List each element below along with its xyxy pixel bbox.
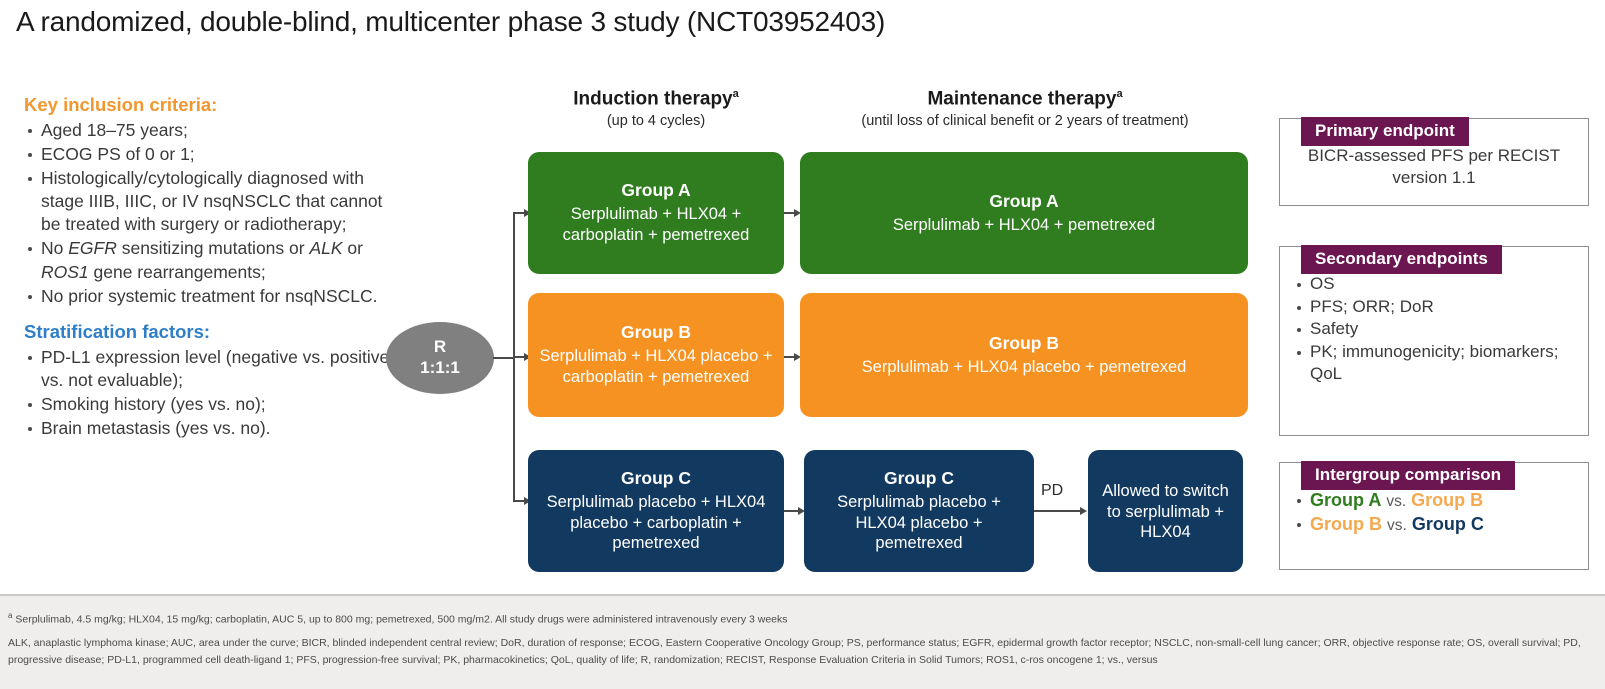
connector-c-induction-maintenance	[784, 510, 800, 512]
footnote-line: a Serplulimab, 4.5 mg/kg; HLX04, 15 mg/k…	[8, 610, 1597, 628]
induction-group-b-regimen: Serplulimab + HLX04 placebo + carboplati…	[539, 347, 773, 386]
primary-endpoint-text: BICR-assessed PFS per RECIST version 1.1	[1307, 146, 1561, 188]
secondary-endpoints-panel: Secondary endpoints OS PFS; ORR; DoR Saf…	[1279, 245, 1589, 436]
maintenance-group-b-box: Group B Serplulimab + HLX04 placebo + pe…	[800, 293, 1248, 417]
branch-to-induction-b	[513, 356, 526, 358]
comparison-2-right: Group C	[1411, 513, 1484, 534]
arrow-induction-b	[524, 352, 531, 361]
induction-subtitle: (up to 4 cycles)	[606, 113, 706, 130]
list-item: Histologically/cytologically diagnosed w…	[24, 167, 404, 236]
induction-group-a-box: Group A Serplulimab + HLX04 + carboplati…	[528, 152, 784, 274]
secondary-endpoints-body: OS PFS; ORR; DoR Safety PK; immunogenici…	[1279, 246, 1589, 436]
list-item: Safety	[1294, 318, 1578, 341]
list-item: No prior systemic treatment for nsqNSCLC…	[24, 285, 404, 308]
page-title: A randomized, double-blind, multicenter …	[16, 6, 886, 37]
pd-transition-label: PD	[1041, 482, 1064, 499]
connector-a-induction-maintenance	[784, 212, 796, 214]
randomization-ratio: 1:1:1	[420, 358, 460, 377]
maintenance-group-c-title: Group C	[884, 467, 954, 488]
maintenance-title: Maintenance therapya	[927, 88, 1123, 110]
list-item: OS	[1294, 273, 1578, 296]
maintenance-column-header: Maintenance therapya (until loss of clin…	[800, 88, 1250, 129]
left-criteria-column: Key inclusion criteria: Aged 18–75 years…	[24, 94, 404, 441]
branch-to-induction-a	[513, 212, 526, 214]
maintenance-group-a-regimen: Serplulimab + HLX04 + pemetrexed	[892, 215, 1156, 234]
crossover-box: Allowed to switch to serplulimab + HLX04	[1088, 450, 1243, 572]
secondary-endpoints-list: OS PFS; ORR; DoR Safety PK; immunogenici…	[1294, 273, 1578, 386]
comparison-2-left: Group B	[1310, 513, 1382, 534]
induction-group-a-regimen: Serplulimab + HLX04 + carboplatin + peme…	[562, 205, 750, 244]
arrow-induction-c	[524, 496, 531, 505]
induction-title: Induction therapya	[573, 88, 739, 110]
induction-group-b-title: Group B	[621, 322, 691, 343]
arrow-maintenance-b	[794, 352, 801, 361]
arrow-maintenance-a	[794, 208, 801, 217]
list-item: Group A vs. Group B	[1294, 489, 1578, 513]
maintenance-group-b-regimen: Serplulimab + HLX04 placebo + pemetrexed	[861, 357, 1187, 376]
list-item: Aged 18–75 years;	[24, 119, 404, 142]
maintenance-group-b-title: Group B	[989, 332, 1059, 353]
intergroup-comparison-list: Group A vs. Group B Group B vs. Group C	[1294, 489, 1578, 537]
maintenance-group-a-box: Group A Serplulimab + HLX04 + pemetrexed	[800, 152, 1248, 274]
footnote-marker: a	[8, 611, 13, 620]
list-item: ECOG PS of 0 or 1;	[24, 143, 404, 166]
arrow-crossover	[1080, 506, 1087, 515]
secondary-endpoints-header: Secondary endpoints	[1301, 245, 1502, 274]
randomization-label: R	[433, 337, 447, 357]
list-item: Smoking history (yes vs. no);	[24, 393, 404, 416]
induction-column-header: Induction therapya (up to 4 cycles)	[528, 88, 784, 129]
branch-to-induction-c	[513, 500, 526, 502]
list-item: Group B vs. Group C	[1294, 513, 1578, 537]
induction-group-c-box: Group C Serplulimab placebo + HLX04 plac…	[528, 450, 784, 572]
maintenance-group-c-box: Group C Serplulimab placebo + HLX04 plac…	[804, 450, 1034, 572]
crossover-regimen: Allowed to switch to serplulimab + HLX04	[1102, 481, 1229, 542]
maintenance-subtitle: (until loss of clinical benefit or 2 yea…	[861, 113, 1189, 130]
footnote-text: Serplulimab, 4.5 mg/kg; HLX04, 15 mg/kg;…	[15, 613, 788, 626]
randomization-trunk	[493, 357, 515, 359]
intergroup-comparison-header: Intergroup comparison	[1301, 461, 1516, 490]
arrow-maintenance-c	[798, 506, 805, 515]
abbreviations-text: ALK, anaplastic lymphoma kinase; AUC, ar…	[8, 637, 1581, 667]
list-item: Brain metastasis (yes vs. no).	[24, 417, 404, 440]
inclusion-criteria-heading: Key inclusion criteria:	[24, 94, 218, 115]
randomization-node: R 1:1:1	[386, 322, 494, 394]
list-item: PK; immunogenicity; biomarkers; QoL	[1294, 341, 1578, 386]
footer-divider	[0, 594, 1605, 596]
induction-group-a-title: Group A	[621, 180, 691, 201]
inclusion-criteria-list: Aged 18–75 years; ECOG PS of 0 or 1; His…	[24, 119, 404, 308]
primary-endpoint-header: Primary endpoint	[1301, 117, 1469, 146]
maintenance-group-c-regimen: Serplulimab placebo + HLX04 placebo + pe…	[837, 492, 1001, 553]
connector-b-induction-maintenance	[784, 356, 796, 358]
list-item: PD-L1 expression level (negative vs. pos…	[24, 346, 404, 392]
comparison-1-left: Group A	[1310, 490, 1382, 510]
stratification-factors-list: PD-L1 expression level (negative vs. pos…	[24, 346, 404, 440]
list-item: No EGFR sensitizing mutations or ALK or …	[24, 237, 404, 283]
maintenance-group-a-title: Group A	[989, 190, 1059, 211]
induction-group-c-regimen: Serplulimab placebo + HLX04 placebo + ca…	[546, 492, 766, 553]
induction-group-c-title: Group C	[621, 467, 691, 488]
list-item: PFS; ORR; DoR	[1294, 296, 1578, 319]
footer: a Serplulimab, 4.5 mg/kg; HLX04, 15 mg/k…	[0, 596, 1605, 689]
comparison-1-right: Group B	[1411, 490, 1484, 510]
connector-crossover	[1034, 510, 1082, 512]
induction-group-b-box: Group B Serplulimab + HLX04 placebo + ca…	[528, 293, 784, 417]
comparison-1-vs: vs.	[1386, 493, 1407, 510]
primary-endpoint-panel: Primary endpoint BICR-assessed PFS per R…	[1279, 117, 1589, 206]
comparison-2-vs: vs.	[1387, 516, 1407, 534]
arrow-induction-a	[524, 208, 531, 217]
intergroup-comparison-panel: Intergroup comparison Group A vs. Group …	[1279, 461, 1589, 570]
stratification-factors-heading: Stratification factors:	[24, 320, 211, 342]
